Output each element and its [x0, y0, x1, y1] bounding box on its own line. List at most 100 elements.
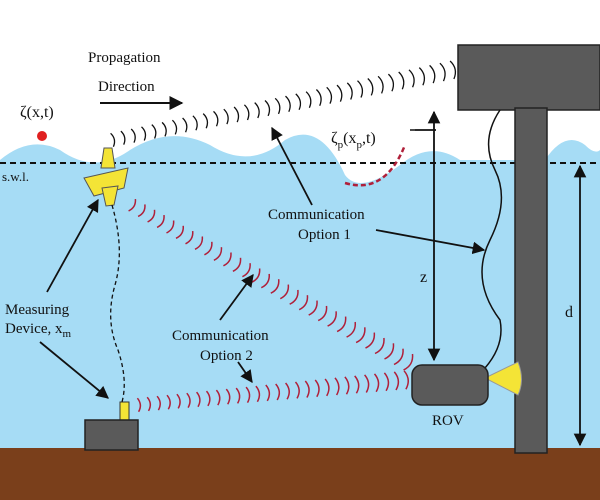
signal-arc-air [429, 64, 436, 84]
signal-arc-air [346, 82, 353, 100]
water-surface-right [545, 140, 600, 170]
signal-arc-bottom [403, 370, 409, 390]
signal-arc-bottom [225, 388, 231, 405]
signal-arc-diagonal [175, 225, 185, 239]
comm1-label-line2: Option 1 [298, 227, 351, 243]
signal-arc-air [182, 117, 188, 133]
signal-arc-air [192, 115, 198, 131]
signal-arc-bottom [354, 375, 360, 394]
comm2-arrow-up [219, 273, 254, 321]
signal-arcs-air [110, 60, 457, 147]
signal-arc-air [377, 75, 384, 94]
signal-arc-bottom [294, 381, 300, 399]
signal-arc-diagonal [194, 236, 204, 250]
signal-arc-diagonal [147, 209, 156, 223]
signal-arc-bottom [304, 380, 310, 398]
signal-arc-diagonal [128, 199, 137, 212]
signal-arc-diagonal [393, 348, 404, 366]
seabed [0, 448, 600, 500]
comm2-label-line1: Communication [172, 328, 269, 344]
signal-arc-bottom [235, 387, 241, 404]
signal-arc-bottom [324, 378, 330, 397]
signal-arc-diagonal [374, 337, 385, 355]
signal-arc-air [449, 60, 457, 80]
signal-arc-bottom [334, 377, 340, 396]
signal-arc-air [254, 102, 260, 119]
signal-arc-air [141, 126, 147, 141]
local-surface-segment [344, 144, 407, 187]
signal-arc-diagonal [289, 289, 299, 305]
signal-arc-bottom [146, 396, 152, 412]
signal-arc-diagonal [365, 332, 376, 349]
measuring-label-text: Device, x [5, 321, 63, 337]
signal-arc-diagonal [403, 353, 414, 371]
signal-arc-air [326, 86, 333, 104]
signal-arc-air [387, 73, 395, 92]
signal-arc-air [336, 84, 343, 102]
signal-arc-bottom [196, 391, 201, 408]
signal-arcs-underwater-bottom [136, 370, 409, 413]
signal-arc-air [233, 106, 240, 123]
surface-buoy-icon [83, 147, 129, 207]
signal-arc-bottom [186, 392, 191, 408]
measuring-arrow-to-seabed [39, 341, 109, 399]
signal-arc-air [315, 89, 322, 106]
signal-arc-air [439, 62, 446, 82]
zeta-p-sub: p [338, 139, 344, 151]
signal-arc-bottom [383, 372, 390, 392]
signal-arc-bottom [373, 373, 380, 393]
signal-arc-air [264, 100, 271, 117]
rov-vehicle-icon [411, 361, 522, 406]
comm2-arrow-down [237, 361, 253, 384]
signal-arc-diagonal [232, 257, 242, 272]
signal-arc-bottom [166, 394, 171, 410]
signal-arc-bottom [393, 371, 400, 391]
signal-arc-air [398, 71, 405, 90]
signal-arc-air [120, 130, 126, 145]
signal-arc-diagonal [137, 204, 146, 218]
comm2-label-line2: Option 2 [200, 348, 253, 364]
signal-arc-bottom [156, 395, 161, 411]
surface-point-marker [37, 131, 47, 141]
signal-arc-diagonal [346, 321, 357, 338]
signal-arc-air [243, 104, 250, 121]
signal-arc-diagonal [156, 215, 165, 229]
comm1-arrow-to-air [271, 126, 313, 206]
signal-arc-bottom [136, 397, 142, 413]
measuring-label-line1: Measuring [5, 302, 70, 318]
signal-arc-diagonal [204, 241, 213, 256]
signal-arc-air [357, 80, 364, 98]
signal-arc-air [223, 108, 229, 125]
zeta-p-args: (x [343, 130, 356, 147]
zeta-p-label: ζp(xp,t) [331, 130, 376, 151]
signal-arc-bottom [265, 384, 271, 402]
signal-arc-air [161, 121, 167, 137]
signal-arc-air [418, 67, 426, 86]
measuring-arrow-to-buoy [46, 198, 99, 293]
signal-arc-air [110, 132, 116, 147]
swl-label: s.w.l. [2, 169, 29, 184]
signal-arc-bottom [314, 379, 320, 398]
zeta-p-args-sub: p [356, 139, 362, 151]
signal-arc-bottom [176, 393, 181, 409]
signal-arc-diagonal [185, 231, 194, 245]
rov-label: ROV [432, 413, 464, 429]
signal-arc-bottom [245, 386, 251, 403]
signal-arc-air [202, 113, 209, 129]
signal-arc-air [285, 95, 291, 113]
signal-arc-diagonal [308, 300, 318, 316]
signal-arc-bottom [275, 383, 281, 401]
signal-arc-diagonal [327, 311, 337, 327]
signal-arc-diagonal [223, 252, 232, 267]
measuring-label-sub: m [62, 328, 71, 340]
signal-arc-bottom [285, 382, 290, 400]
comm1-arrow-to-tether [375, 229, 486, 255]
signal-arc-air [130, 128, 136, 143]
signal-arc-diagonal [355, 327, 366, 344]
signal-arc-bottom [215, 389, 221, 406]
signal-arc-diagonal [260, 273, 271, 289]
propagation-label-line2: Direction [98, 79, 155, 95]
zeta-p-args-end: ,t) [362, 130, 376, 147]
offshore-platform-icon [457, 44, 600, 454]
